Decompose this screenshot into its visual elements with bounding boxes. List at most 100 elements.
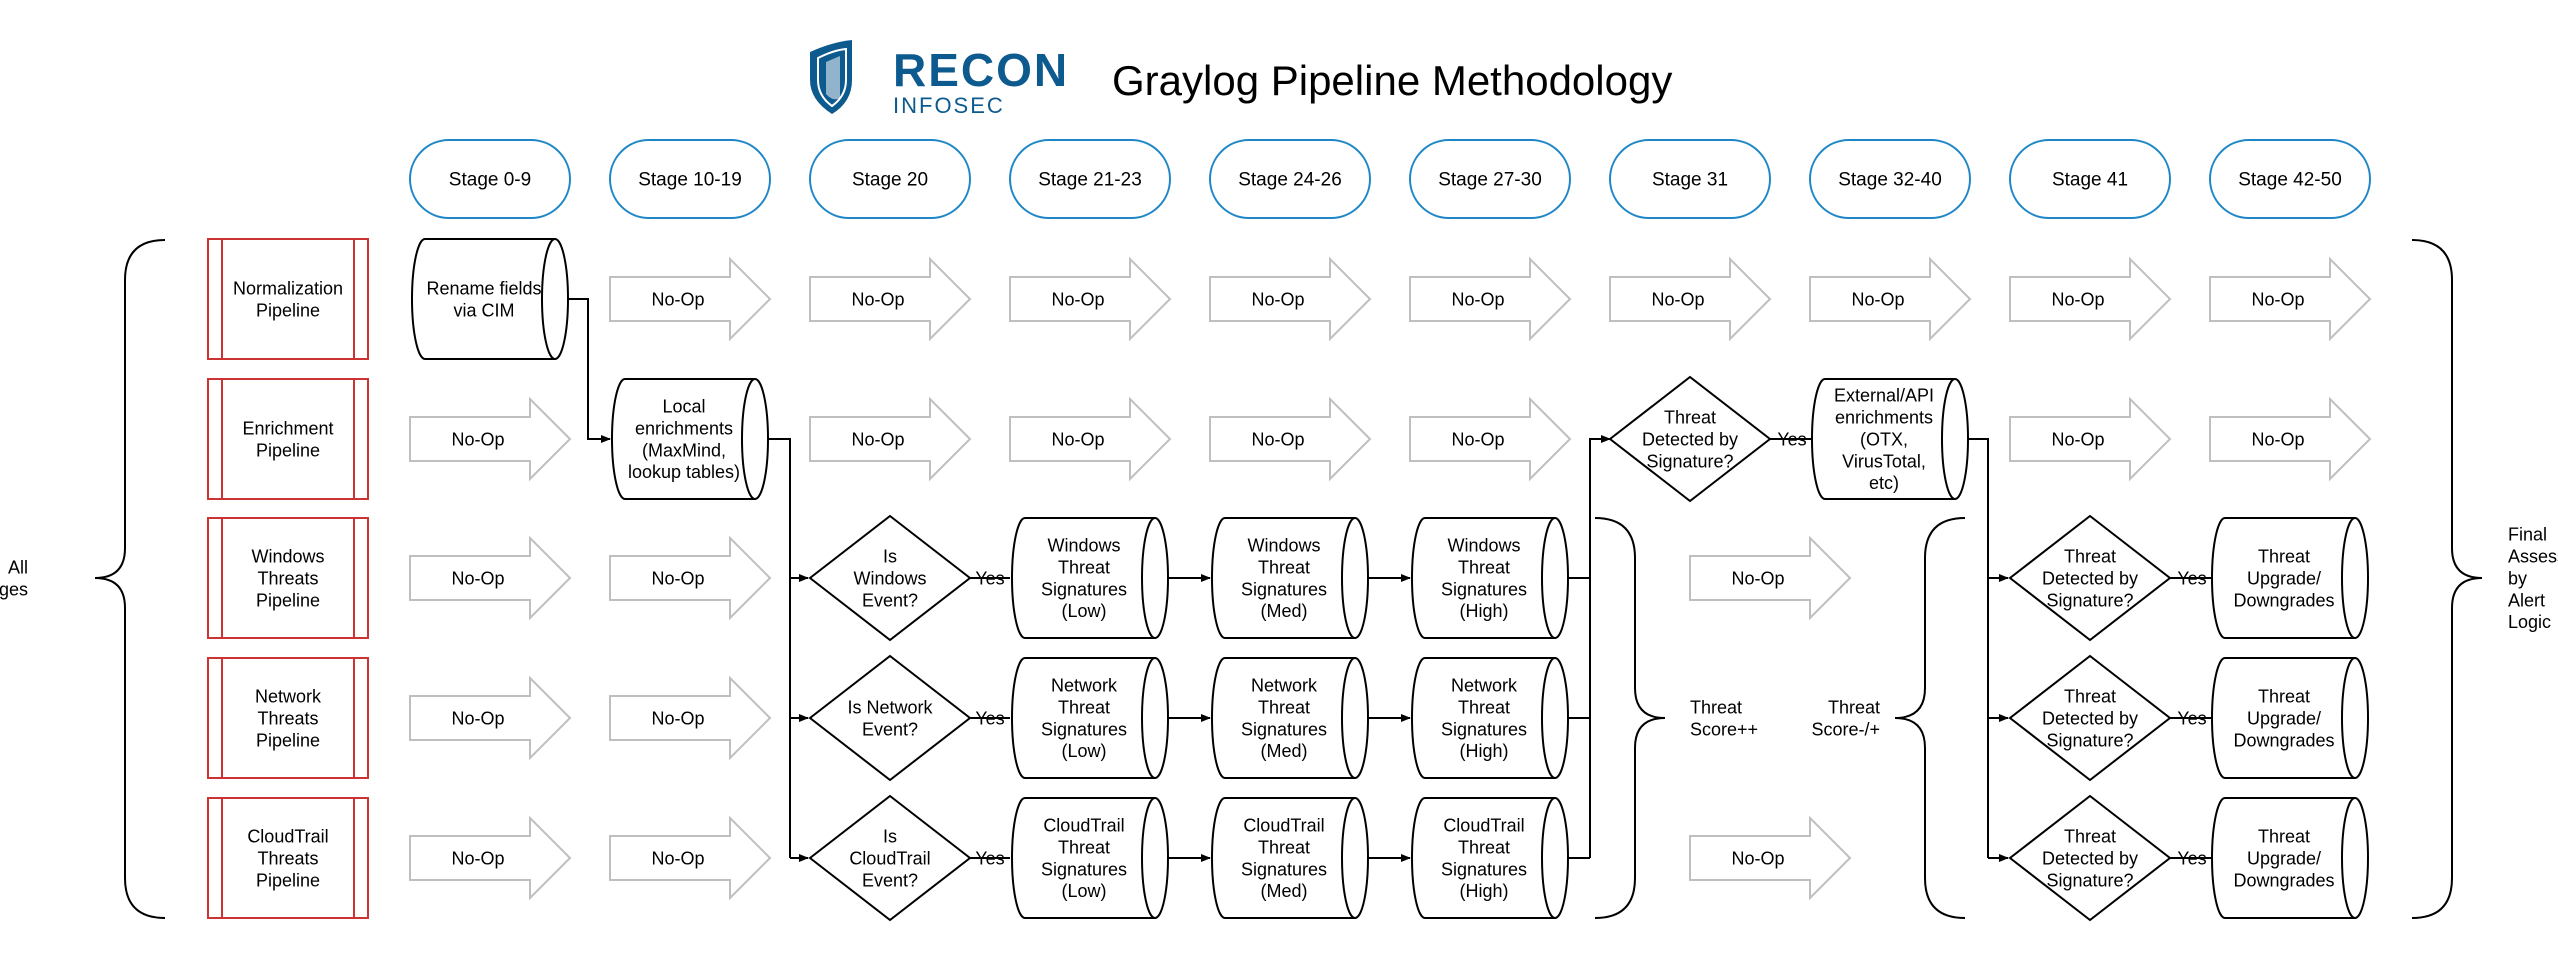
- noop-arrow: [1009, 256, 1172, 342]
- noop-arrow: [2209, 396, 2372, 482]
- signature-cloudtrail-1-rim: [1341, 797, 1356, 919]
- signature-windows-0-rim: [1141, 517, 1156, 639]
- noop-arrow: [1609, 256, 1772, 342]
- noop-label: No-Op: [851, 429, 904, 449]
- decision-threat-stage31: [1608, 375, 1772, 503]
- rename-fields-cylinder-rim: [541, 238, 556, 360]
- noop-label: No-Op: [651, 289, 704, 309]
- yes-label: Yes: [975, 848, 1004, 868]
- recon-logo: [810, 40, 852, 114]
- stage-header: [1009, 139, 1171, 219]
- stage-header: [409, 139, 571, 219]
- decision-windows: [808, 514, 972, 642]
- noop-label: No-Op: [451, 848, 504, 868]
- decision-threat-41: [2008, 514, 2172, 642]
- stage-label: Stage 32-40: [1838, 170, 1942, 191]
- rename-fields-cylinder: [411, 238, 569, 360]
- stage-header: [1809, 139, 1971, 219]
- pipeline-box: [207, 517, 369, 639]
- stage-label: Stage 31: [1652, 170, 1728, 191]
- stage-header: [809, 139, 971, 219]
- noop-label: No-Op: [2251, 289, 2304, 309]
- noop-label: No-Op: [1051, 429, 1104, 449]
- stage-label: Stage 41: [2052, 170, 2128, 191]
- stage-label: Stage 24-26: [1238, 170, 1342, 191]
- noop-label: No-Op: [1451, 429, 1504, 449]
- connector-rename-to-local: [568, 298, 611, 443]
- noop-label: No-Op: [1051, 289, 1104, 309]
- pipeline-box: [207, 378, 369, 500]
- noop-label: No-Op: [1251, 429, 1304, 449]
- stage-header: [609, 139, 771, 219]
- stage-label: Stage 21-23: [1038, 170, 1142, 191]
- yes-label: Yes: [975, 568, 1004, 588]
- noop-arrow: [409, 815, 572, 901]
- noop-label: No-Op: [651, 848, 704, 868]
- noop-arrow: [609, 256, 772, 342]
- external-enrichments-cylinder-rim: [1941, 378, 1956, 500]
- stage-header: [2009, 139, 2171, 219]
- noop-label: No-Op: [651, 568, 704, 588]
- connector-ext-branch: [1968, 438, 1989, 858]
- signature-windows-1-rim: [1341, 517, 1356, 639]
- yes-label: Yes: [975, 708, 1004, 728]
- noop-arrow: [1689, 535, 1852, 621]
- noop-arrow: [1009, 396, 1172, 482]
- connector-local-to-decisions: [768, 438, 791, 858]
- yes-label: Yes: [2177, 568, 2206, 588]
- stage-header: [1209, 139, 1371, 219]
- upgrade-cylinder-rim: [2341, 517, 2356, 639]
- signature-network-2-rim: [1541, 657, 1556, 779]
- noop-label: No-Op: [1451, 289, 1504, 309]
- noop-label: No-Op: [1731, 568, 1784, 588]
- noop-arrow: [1209, 396, 1372, 482]
- noop-arrow: [2209, 256, 2372, 342]
- noop-label: No-Op: [651, 708, 704, 728]
- noop-arrow: [809, 396, 972, 482]
- noop-label: No-Op: [2251, 429, 2304, 449]
- signature-network-0-rim: [1141, 657, 1156, 779]
- decision-threat-41: [2008, 654, 2172, 782]
- noop-arrow: [609, 675, 772, 761]
- noop-label: No-Op: [1731, 848, 1784, 868]
- noop-label: No-Op: [451, 429, 504, 449]
- noop-arrow: [1809, 256, 1972, 342]
- noop-arrow: [2009, 396, 2172, 482]
- decision-network: [808, 654, 972, 782]
- yes-label: Yes: [1777, 429, 1806, 449]
- local-enrichments-cylinder-rim: [741, 378, 756, 500]
- signature-windows-2-rim: [1541, 517, 1556, 639]
- noop-label: No-Op: [1851, 289, 1904, 309]
- upgrade-cylinder-rim: [2341, 657, 2356, 779]
- stage-label: Stage 20: [852, 170, 928, 191]
- stage-label: Stage 27-30: [1438, 170, 1542, 191]
- noop-arrow: [1409, 396, 1572, 482]
- pipeline-box: [207, 797, 369, 919]
- connector-merge-to-threat: [1589, 435, 1611, 858]
- stage-header: [1409, 139, 1571, 219]
- upgrade-cylinder-rim: [2341, 797, 2356, 919]
- threat-score-adj-bracket: [1894, 517, 1966, 919]
- noop-label: No-Op: [1651, 289, 1704, 309]
- signature-network-1-rim: [1341, 657, 1356, 779]
- all-messages-label: AllMessages: [0, 557, 28, 599]
